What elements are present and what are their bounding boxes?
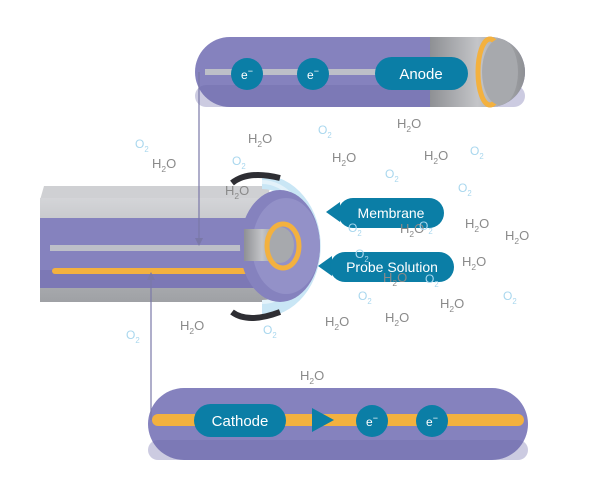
water-molecule-icon: H2O <box>397 116 421 134</box>
oxygen-molecule-icon: O2 <box>263 323 277 340</box>
svg-text:e−: e− <box>426 413 438 429</box>
svg-text:e−: e− <box>241 66 253 82</box>
water-molecule-icon: H2O <box>152 156 176 174</box>
cathode-connector-arrow-icon <box>147 272 155 280</box>
water-molecule-icon: H2O <box>180 318 204 336</box>
water-molecule-icon: H2O <box>440 296 464 314</box>
anode-panel: e− e− Anode <box>195 36 525 108</box>
cathode-electron-2: e− <box>416 405 448 437</box>
oxygen-molecule-icon: O2 <box>470 144 484 161</box>
anode-end-face <box>482 39 518 105</box>
anode-wire <box>205 69 505 75</box>
water-molecule-icon: H2O <box>505 228 529 246</box>
svg-text:Probe Solution: Probe Solution <box>346 259 438 275</box>
svg-text:Anode: Anode <box>399 66 442 83</box>
water-molecule-icon: H2O <box>465 216 489 234</box>
water-molecule-icon: H2O <box>462 254 486 272</box>
oxygen-molecule-icon: O2 <box>503 289 517 306</box>
probe-interior <box>40 218 280 288</box>
water-molecules: H2OH2OH2OH2OH2OH2OH2OH2OH2OH2OH2OH2OH2OH… <box>152 116 529 386</box>
anode-connector-arrow-icon <box>195 238 203 246</box>
anode-label: Anode <box>375 57 468 90</box>
cathode-panel: Cathode e− e− <box>148 388 528 460</box>
oxygen-molecule-icon: O2 <box>458 181 472 198</box>
oxygen-molecule-icon: O2 <box>419 219 433 236</box>
flow-arrow-icon <box>312 408 334 432</box>
probe-cathode-wire <box>52 268 290 274</box>
water-molecule-icon: H2O <box>225 183 249 201</box>
water-molecule-icon: H2O <box>385 310 409 328</box>
oxygen-molecule-icon: O2 <box>355 247 369 264</box>
probe-anode-rod <box>50 245 255 251</box>
probe-solution-label: Probe Solution <box>318 252 454 282</box>
cathode-tube-shadow <box>148 440 528 460</box>
probe-interior-shadow <box>40 270 280 288</box>
oxygen-molecule-icon: O2 <box>348 221 362 238</box>
membrane-label: Membrane <box>326 198 444 228</box>
electron-icon <box>356 405 388 437</box>
svg-text:Cathode: Cathode <box>212 413 269 430</box>
svg-text:Membrane: Membrane <box>358 205 425 221</box>
oxygen-molecule-icon: O2 <box>358 289 372 306</box>
membrane-cap <box>230 171 321 321</box>
probe-casing-top <box>40 186 270 200</box>
oxygen-molecule-icon: O2 <box>126 328 140 345</box>
electron-icon <box>297 58 329 90</box>
water-molecule-icon: H2O <box>400 221 424 239</box>
water-molecule-icon: H2O <box>325 314 349 332</box>
electron-icon <box>416 405 448 437</box>
probe-body <box>40 186 290 302</box>
cathode-label: Cathode <box>194 404 286 437</box>
oxygen-molecule-icon: O2 <box>135 137 149 154</box>
probe-anode-face <box>266 227 294 263</box>
electron-icon <box>231 58 263 90</box>
anode-electron-2: e− <box>297 58 329 90</box>
anode-electron-1: e− <box>231 58 263 90</box>
oxygen-molecule-icon: O2 <box>232 154 246 171</box>
membrane-clip-bottom <box>230 309 282 321</box>
water-molecule-icon: H2O <box>300 368 324 386</box>
water-molecule-icon: H2O <box>424 148 448 166</box>
cathode-electron-1: e− <box>356 405 388 437</box>
water-molecule-icon: H2O <box>383 270 407 288</box>
svg-text:e−: e− <box>366 413 378 429</box>
membrane-clip-top <box>230 171 281 186</box>
oxygen-molecule-icon: O2 <box>318 123 332 140</box>
probe-cathode-ring <box>264 221 302 271</box>
oxygen-molecule-icon: O2 <box>425 272 439 289</box>
water-molecule-icon: H2O <box>248 131 272 149</box>
connector-lines <box>147 72 203 420</box>
water-molecule-icon: H2O <box>332 150 356 168</box>
oxygen-molecule-icon: O2 <box>385 167 399 184</box>
svg-text:e−: e− <box>307 66 319 82</box>
